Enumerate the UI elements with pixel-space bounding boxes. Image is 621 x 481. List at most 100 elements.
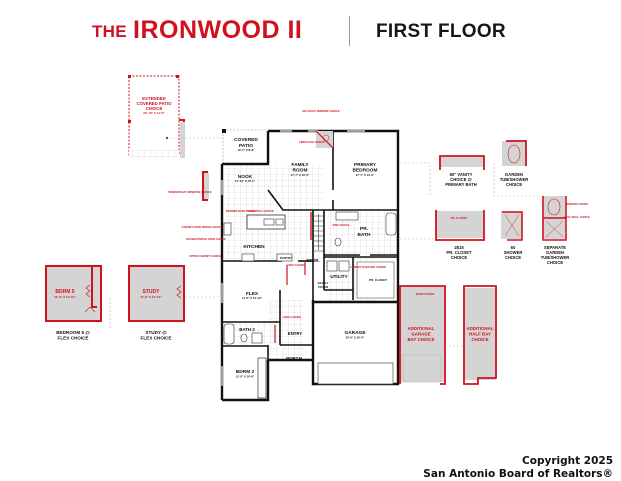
svg-text:11'-9" X 12'-10": 11'-9" X 12'-10" bbox=[242, 296, 263, 300]
svg-text:PATIO: PATIO bbox=[239, 143, 253, 149]
bdrm5-label: BDRM 5 bbox=[55, 289, 74, 295]
svg-text:20'-0" X 20'-0": 20'-0" X 20'-0" bbox=[346, 336, 365, 340]
svg-text:FLEX CHOICE: FLEX CHOICE bbox=[58, 336, 89, 341]
svg-text:TUB/SHOWER: TUB/SHOWER bbox=[500, 177, 529, 182]
nook-label: NOOK bbox=[238, 174, 253, 180]
svg-text:SHOWER: SHOWER bbox=[504, 250, 523, 255]
svg-text:ADDITIONAL: ADDITIONAL bbox=[407, 326, 434, 331]
study-label: STUDY bbox=[143, 289, 161, 295]
svg-text:PR. CLOSET: PR. CLOSET bbox=[446, 250, 472, 255]
pr-closet-option: PR. CLOSET 2815 PR. CLOSET CHOICE bbox=[435, 210, 485, 260]
model-name: IRONWOOD II bbox=[133, 16, 303, 44]
svg-text:17'-7" X 16'-3": 17'-7" X 16'-3" bbox=[291, 173, 310, 177]
svg-text:2815: 2815 bbox=[454, 245, 464, 250]
svg-text:DRAWER BASE CHOICE: DRAWER BASE CHOICE bbox=[226, 209, 257, 213]
porch-label: PORCH bbox=[286, 356, 302, 361]
flex-label: FLEX bbox=[246, 291, 259, 297]
fireplace-option: SKYLIGHT WINDOW CHOICE FIREPLACE CHOICE bbox=[299, 109, 340, 149]
bedroom5-callout: BEDROOM 5 @ bbox=[56, 330, 90, 335]
study-option: STUDY 11'-9" X 12'-10" STUDY @ FLEX CHOI… bbox=[109, 265, 222, 341]
separate-tub-option: WINDOW CHOICE HALF WALL CHOICE SEPARATE … bbox=[541, 196, 590, 265]
extended-patio-label: EXTENDED bbox=[142, 96, 165, 101]
svg-text:DOOR CHOICE: DOOR CHOICE bbox=[416, 292, 435, 296]
bath2-label: BATH 2 bbox=[239, 327, 255, 332]
floor-title: FIRST FLOOR bbox=[376, 21, 506, 42]
svg-text:CABINET OVER FRIDGE CHOICE: CABINET OVER FRIDGE CHOICE bbox=[182, 225, 223, 229]
bedroom5-option: BDRM 5 11'-9" X 12'-10" BEDROOM 5 @ FLEX… bbox=[45, 265, 102, 341]
primary-bedroom-label: PRIMARY bbox=[354, 162, 377, 168]
svg-text:GARDEN: GARDEN bbox=[505, 172, 523, 177]
pr-bath-label: PR. bbox=[360, 226, 368, 232]
svg-text:GARDEN: GARDEN bbox=[546, 250, 564, 255]
covered-patio-label: COVERED bbox=[234, 137, 258, 143]
svg-text:60: 60 bbox=[511, 245, 516, 250]
utility-label: UTILITY bbox=[330, 274, 347, 279]
copyright-year: Copyright 2025 bbox=[522, 455, 613, 467]
svg-text:UPPER CABINET CHOICE: UPPER CABINET CHOICE bbox=[189, 254, 221, 258]
bdrm2-label: BDRM 2 bbox=[236, 369, 255, 375]
svg-text:WINDOW CHOICE: WINDOW CHOICE bbox=[566, 202, 588, 206]
svg-text:FIREPLACE CHOICE: FIREPLACE CHOICE bbox=[299, 140, 325, 144]
svg-text:CHOICE @: CHOICE @ bbox=[450, 177, 472, 182]
shower-option: 60 SHOWER CHOICE bbox=[501, 211, 523, 260]
garage-bay-option: DOOR CHOICE ADDITIONAL GARAGE BAY CHOICE bbox=[399, 285, 446, 385]
svg-text:11'-10" X 10'-1": 11'-10" X 10'-1" bbox=[235, 179, 256, 183]
half-bay-option: ADDITIONAL HALF BAY CHOICE bbox=[437, 285, 497, 385]
svg-text:COVERED PATIO: COVERED PATIO bbox=[137, 101, 173, 106]
svg-text:ARCH CHOICE: ARCH CHOICE bbox=[287, 263, 306, 267]
svg-text:CHOICE: CHOICE bbox=[505, 255, 521, 260]
vanity-option: 60" VANITY CHOICE @ PRIMARY BATH bbox=[439, 155, 485, 187]
svg-text:ARCH CHOICE: ARCH CHOICE bbox=[283, 315, 302, 319]
svg-text:BAY CHOICE: BAY CHOICE bbox=[407, 337, 434, 342]
svg-text:CHOICE: CHOICE bbox=[471, 337, 488, 342]
title-prefix: THE bbox=[92, 22, 127, 41]
svg-text:TRASH PULL CHOICE: TRASH PULL CHOICE bbox=[246, 209, 273, 213]
svg-text:SEPARATE: SEPARATE bbox=[544, 245, 566, 250]
title-divider bbox=[349, 16, 350, 46]
nook-window-option: WINDOW BAY WINDOW CHOICE bbox=[168, 171, 212, 201]
svg-text:20'-10" X 11'-0": 20'-10" X 11'-0" bbox=[143, 111, 165, 115]
copyright-org: San Antonio Board of Realtors® bbox=[423, 468, 613, 480]
stor-label: STOR. bbox=[306, 258, 319, 263]
svg-text:60" VANITY: 60" VANITY bbox=[450, 172, 473, 177]
family-room-label: FAMILY bbox=[291, 162, 309, 168]
svg-text:BEDROOM: BEDROOM bbox=[352, 168, 377, 174]
kitchen-label: KITCHEN bbox=[243, 244, 265, 250]
pantry-label: PANTRY bbox=[280, 256, 292, 260]
svg-text:10'-7" X 8'-8": 10'-7" X 8'-8" bbox=[237, 148, 255, 152]
svg-text:11'-9" X 12'-10": 11'-9" X 12'-10" bbox=[140, 295, 162, 299]
study-callout: STUDY @ bbox=[145, 330, 167, 335]
svg-text:CHOICE: CHOICE bbox=[506, 182, 522, 187]
svg-text:DOUBLE/TRIPLE OVEN CHOICE: DOUBLE/TRIPLE OVEN CHOICE bbox=[186, 237, 226, 241]
family-foyer-label: FAMILY bbox=[318, 281, 329, 285]
svg-text:17'-7" X 13'-0": 17'-7" X 13'-0" bbox=[356, 173, 375, 177]
svg-text:CHOICE: CHOICE bbox=[146, 106, 163, 111]
svg-text:11'-0" X 10'-6": 11'-0" X 10'-6" bbox=[236, 375, 255, 379]
extended-patio-option: EXTENDED COVERED PATIO CHOICE 20'-10" X … bbox=[128, 75, 222, 158]
svg-text:ADDITIONAL: ADDITIONAL bbox=[466, 326, 493, 331]
svg-text:TUB/SHOWER: TUB/SHOWER bbox=[541, 255, 570, 260]
svg-text:CHOICE: CHOICE bbox=[547, 260, 563, 265]
page-header: THE IRONWOOD II FIRST FLOOR bbox=[0, 16, 621, 48]
svg-text:CHOICE: CHOICE bbox=[451, 255, 467, 260]
svg-text:WINDOW BAY WINDOW CHOICE: WINDOW BAY WINDOW CHOICE bbox=[168, 190, 211, 194]
garage-label: GARAGE bbox=[344, 330, 366, 336]
svg-text:PR. CLOSET: PR. CLOSET bbox=[451, 216, 468, 220]
svg-text:GARAGE: GARAGE bbox=[411, 332, 430, 337]
svg-text:FOYER: FOYER bbox=[318, 285, 329, 289]
svg-text:FLEX CHOICE: FLEX CHOICE bbox=[141, 336, 172, 341]
pr-closet-label: PR. CLOSET bbox=[369, 278, 387, 282]
svg-text:BATH: BATH bbox=[358, 232, 372, 238]
svg-text:CABINET OVER W/D CHOICE: CABINET OVER W/D CHOICE bbox=[350, 265, 386, 269]
copyright-block: Copyright 2025 San Antonio Board of Real… bbox=[423, 455, 613, 481]
svg-text:PRIMARY BATH: PRIMARY BATH bbox=[445, 182, 477, 187]
svg-text:11'-9" X 12'-10": 11'-9" X 12'-10" bbox=[54, 295, 76, 299]
svg-text:SKYLIGHT WINDOW CHOICE: SKYLIGHT WINDOW CHOICE bbox=[302, 109, 340, 113]
svg-text:HALF BAY: HALF BAY bbox=[469, 332, 491, 337]
entry-label: ENTRY bbox=[288, 331, 303, 336]
garden-tub-option: GARDEN TUB/SHOWER CHOICE bbox=[500, 140, 529, 187]
main-house: SKYLIGHT WINDOW CHOICE FIREPLACE CHOICE bbox=[182, 109, 400, 402]
svg-text:SINK CHOICE: SINK CHOICE bbox=[332, 223, 349, 227]
svg-text:HALF WALL CHOICE: HALF WALL CHOICE bbox=[564, 215, 590, 219]
